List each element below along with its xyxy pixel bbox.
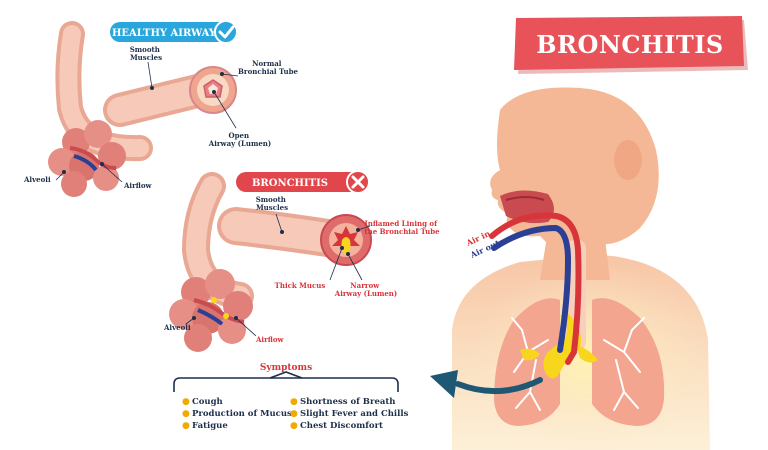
drop-icon: ● (182, 397, 190, 407)
healthy-alveoli-label: Alveoli (23, 175, 51, 184)
inflamed-lining-label: Inflamed Lining of the Bronchial Tube (364, 219, 440, 236)
bronchitis-smooth-muscles-label: Smooth Muscles (256, 195, 289, 212)
healthy-airway-badge-label: HEALTHY AIRWAY (112, 28, 217, 39)
bronchitis-alveoli (169, 269, 253, 352)
check-icon (214, 20, 238, 44)
bronchitis-badge-label: BRONCHITIS (252, 178, 328, 189)
arrow-head-icon (430, 370, 458, 398)
normal-bronchial-tube-label: Normal Bronchial Tube (238, 59, 299, 76)
healthy-airflow-label: Airflow (123, 181, 153, 190)
symptoms-panel: Symptoms ● Cough ● Production of Mucus ●… (173, 363, 409, 431)
healthy-airway-badge: HEALTHY AIRWAY (110, 20, 238, 44)
symptom-item: Cough (192, 397, 223, 407)
symptoms-left-list: ● Cough ● Production of Mucus ● Fatigue (182, 397, 292, 431)
page-title: BRONCHITIS (536, 30, 724, 59)
symptom-item: Chest Discomfort (300, 421, 383, 431)
drop-icon: ● (182, 409, 190, 419)
symptom-item: Production of Mucus (192, 409, 292, 419)
air-out-path (491, 224, 572, 353)
symptoms-title: Symptoms (260, 363, 312, 373)
symptom-item: Shortness of Breath (300, 397, 395, 407)
open-airway-label: Open Airway (Lumen) (208, 131, 271, 148)
bronchitis-airflow-label: Airflow (255, 335, 285, 344)
bronchitis-badge: BRONCHITIS (236, 170, 370, 194)
drop-icon: ● (290, 397, 298, 407)
symptom-item: Slight Fever and Chills (300, 409, 409, 419)
symptoms-right-list: ● Shortness of Breath ● Slight Fever and… (290, 397, 409, 431)
narrow-airway-label: Narrow Airway (Lumen) (334, 281, 397, 298)
air-in-path (489, 212, 582, 365)
healthy-smooth-muscles-label: Smooth Muscles (130, 45, 163, 62)
title-banner: BRONCHITIS (514, 16, 748, 74)
pointer-arrow (430, 370, 543, 398)
bronchitis-alveoli-label: Alveoli (163, 323, 191, 332)
symptom-item: Fatigue (192, 421, 228, 431)
drop-icon: ● (290, 409, 298, 419)
bronchitis-illustration: Smooth Muscles Inflamed Lining of the Br… (163, 172, 440, 352)
drop-icon: ● (182, 421, 190, 431)
drop-icon: ● (290, 421, 298, 431)
healthy-alveoli (48, 120, 126, 197)
thick-mucus-label: Thick Mucus (275, 281, 326, 290)
healthy-airway-illustration: Smooth Muscles Normal Bronchial Tube Ope… (23, 21, 299, 197)
